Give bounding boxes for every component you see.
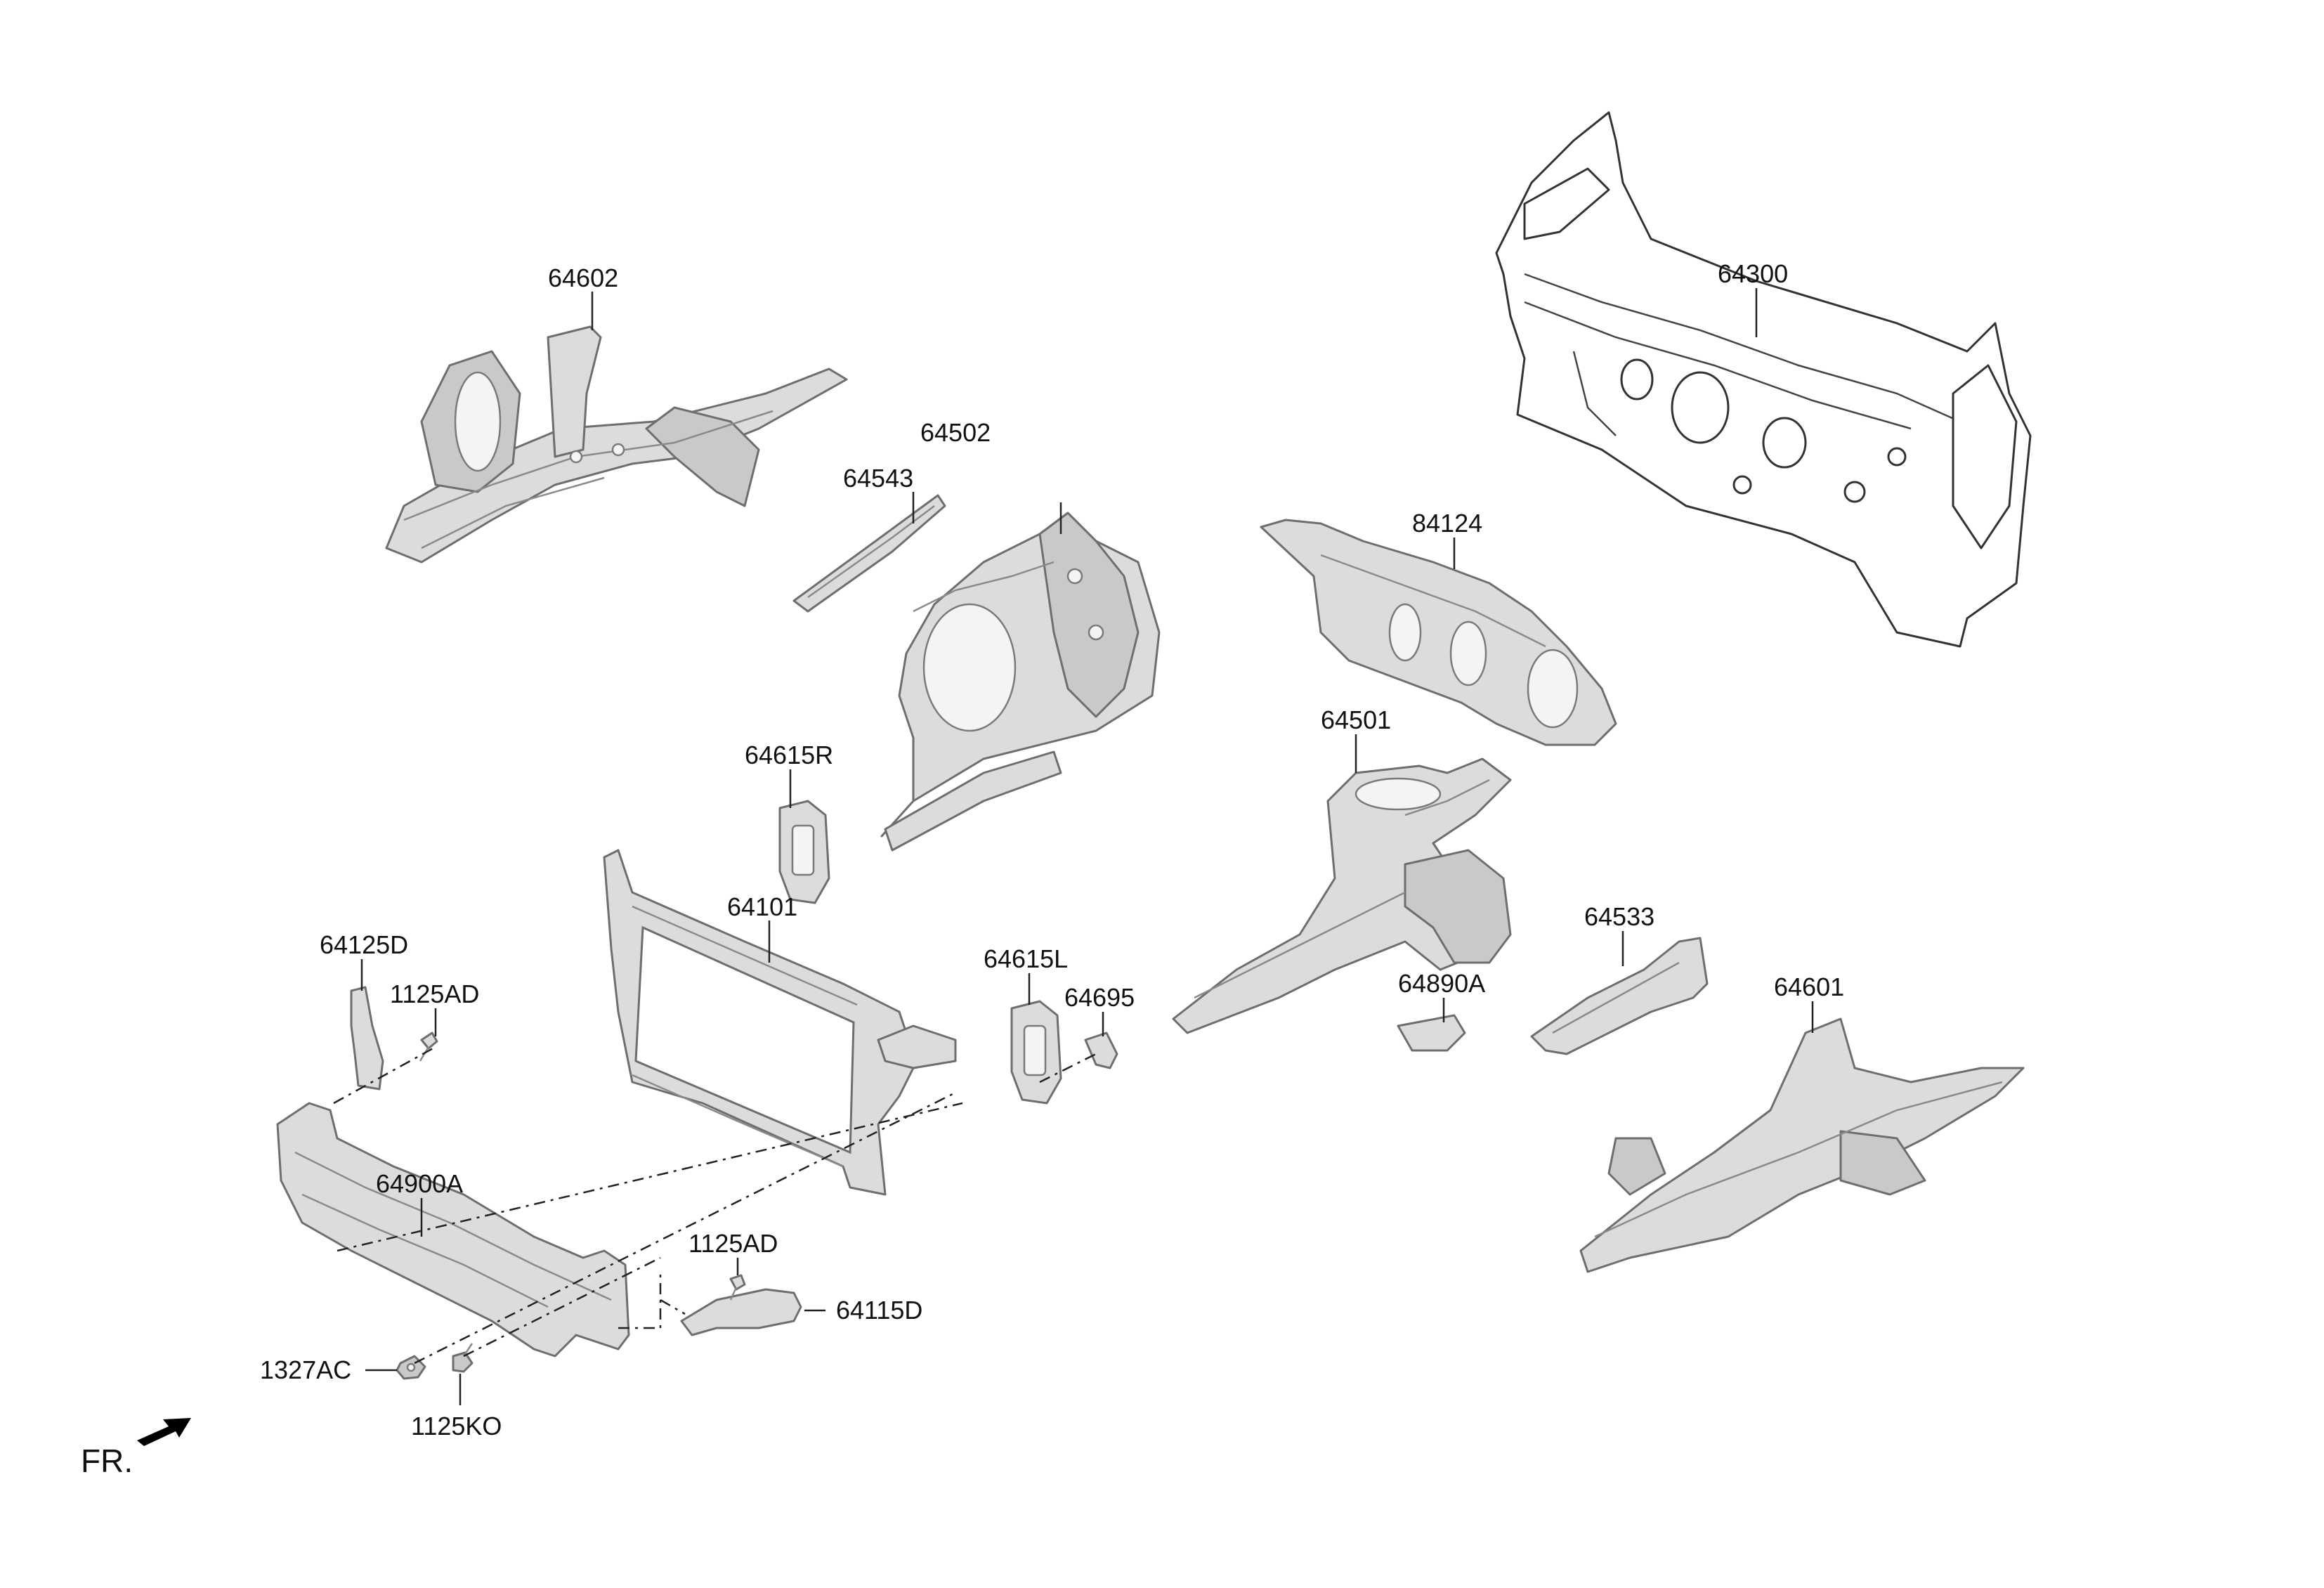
part-64115D-bracket [680, 1288, 802, 1336]
part-64101-carrier [603, 849, 957, 1196]
part-64601-side-member [1579, 1017, 2025, 1273]
part-1125AD-bolt-upper [419, 1031, 438, 1062]
part-64695-bracket [1084, 1031, 1118, 1069]
label-64501: 64501 [1321, 705, 1391, 734]
label-1125KO: 1125KO [411, 1412, 502, 1440]
part-64300-dash-panel [1495, 111, 2032, 648]
label-1125AD-upper: 1125AD [390, 980, 479, 1008]
label-64695: 64695 [1064, 983, 1135, 1012]
label-64601: 64601 [1774, 972, 1844, 1001]
front-arrow-icon [137, 1418, 191, 1446]
label-64502: 64502 [920, 418, 991, 447]
leader-lines [360, 288, 1814, 1405]
part-64502-fender-apron [880, 512, 1161, 852]
part-64543-bracket [792, 494, 946, 613]
part-64602-side-member-left [385, 325, 848, 564]
label-64101: 64101 [727, 892, 797, 921]
label-64900A: 64900A [376, 1169, 463, 1198]
label-64543: 64543 [843, 464, 913, 493]
part-64533-extension [1530, 937, 1709, 1055]
label-64890A: 64890A [1398, 969, 1485, 998]
label-64615R: 64615R [745, 741, 833, 769]
part-64615L-plate [1010, 1000, 1062, 1105]
label-84124: 84124 [1412, 509, 1482, 538]
assembly-lines [333, 1046, 1097, 1365]
part-64890A-bracket [1397, 1014, 1466, 1052]
label-1125AD-lower: 1125AD [688, 1229, 778, 1258]
part-64900A-bumper-beam [276, 1102, 630, 1358]
label-1327AC: 1327AC [260, 1355, 351, 1384]
front-label: FR. [81, 1443, 133, 1479]
part-64501-side-member-right [1172, 757, 1512, 1034]
front-direction-indicator: FR. [81, 1418, 191, 1479]
label-64615L: 64615L [984, 944, 1068, 973]
part-64125D-bracket [350, 986, 384, 1091]
part-labels: 64602 64502 64543 64300 84124 64615R 645… [260, 259, 1844, 1440]
label-64125D: 64125D [320, 930, 408, 959]
label-64115D: 64115D [836, 1296, 922, 1325]
part-1125KO-bolt [452, 1343, 474, 1373]
label-64300: 64300 [1718, 259, 1788, 288]
part-84124-dash-insulator [1260, 519, 1617, 746]
part-1125AD-bolt-lower [729, 1274, 746, 1301]
label-64602: 64602 [548, 263, 618, 292]
part-64615R-plate [778, 800, 830, 904]
label-64533: 64533 [1584, 902, 1654, 931]
